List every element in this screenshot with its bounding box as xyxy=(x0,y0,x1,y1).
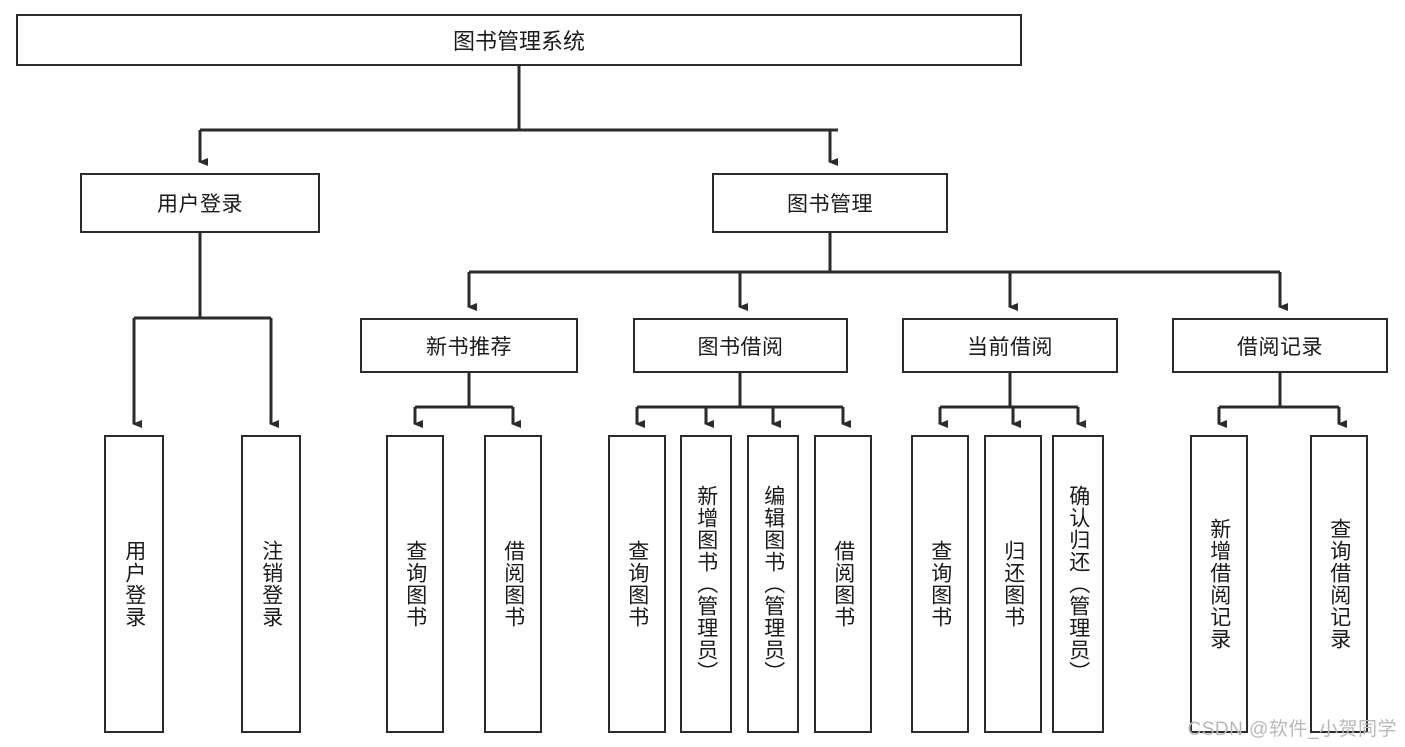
node-user-login-label: 用户登录 xyxy=(157,193,243,216)
leaf-add-book-admin[interactable]: 新增图书（管理员） xyxy=(680,435,732,733)
leaf-query-borrow-record[interactable]: 查询借阅记录 xyxy=(1310,435,1368,733)
node-current-borrow[interactable]: 当前借阅 xyxy=(902,318,1118,373)
node-user-login[interactable]: 用户登录 xyxy=(80,173,320,233)
leaf-add-borrow-record[interactable]: 新增借阅记录 xyxy=(1190,435,1248,733)
leaf-label: 查询图书 xyxy=(625,540,649,628)
leaf-return-book[interactable]: 归还图书 xyxy=(984,435,1042,733)
leaf-logout[interactable]: 注销登录 xyxy=(241,435,301,733)
node-book-borrow-label: 图书借阅 xyxy=(697,335,784,359)
leaf-label: 新增图书（管理员） xyxy=(694,485,718,683)
node-root[interactable]: 图书管理系统 xyxy=(16,14,1022,66)
node-root-label: 图书管理系统 xyxy=(452,29,585,54)
node-borrow-records[interactable]: 借阅记录 xyxy=(1172,318,1388,373)
leaf-borrow-book-recommend[interactable]: 借阅图书 xyxy=(484,435,542,733)
leaf-label: 用户登录 xyxy=(122,540,146,628)
node-book-management[interactable]: 图书管理 xyxy=(712,173,948,233)
node-new-book-recommendation-label: 新书推荐 xyxy=(426,335,512,359)
watermark: CSDN @软件_小贺同学 xyxy=(1187,719,1397,740)
leaf-label: 编辑图书（管理员） xyxy=(761,485,785,683)
leaf-query-book-recommend[interactable]: 查询图书 xyxy=(386,435,444,733)
leaf-query-book-borrow[interactable]: 查询图书 xyxy=(608,435,666,733)
node-book-borrow[interactable]: 图书借阅 xyxy=(633,318,848,373)
leaf-borrow-book[interactable]: 借阅图书 xyxy=(814,435,872,733)
leaf-label: 查询借阅记录 xyxy=(1327,518,1351,650)
node-current-borrow-label: 当前借阅 xyxy=(967,335,1053,359)
leaf-query-book-current[interactable]: 查询图书 xyxy=(911,435,969,733)
node-new-book-recommendation[interactable]: 新书推荐 xyxy=(360,318,578,373)
leaf-confirm-return-admin[interactable]: 确认归还（管理员） xyxy=(1052,435,1104,733)
leaf-label: 新增借阅记录 xyxy=(1207,518,1231,650)
leaf-label: 借阅图书 xyxy=(501,540,525,628)
leaf-edit-book-admin[interactable]: 编辑图书（管理员） xyxy=(747,435,799,733)
leaf-label: 确认归还（管理员） xyxy=(1066,485,1090,683)
leaf-label: 查询图书 xyxy=(403,540,427,628)
leaf-label: 借阅图书 xyxy=(831,540,855,628)
leaf-label: 归还图书 xyxy=(1001,540,1025,628)
node-book-management-label: 图书管理 xyxy=(787,193,873,216)
leaf-label: 注销登录 xyxy=(259,540,283,628)
node-borrow-records-label: 借阅记录 xyxy=(1237,335,1323,359)
leaf-user-login[interactable]: 用户登录 xyxy=(104,435,164,733)
leaf-label: 查询图书 xyxy=(928,540,952,628)
